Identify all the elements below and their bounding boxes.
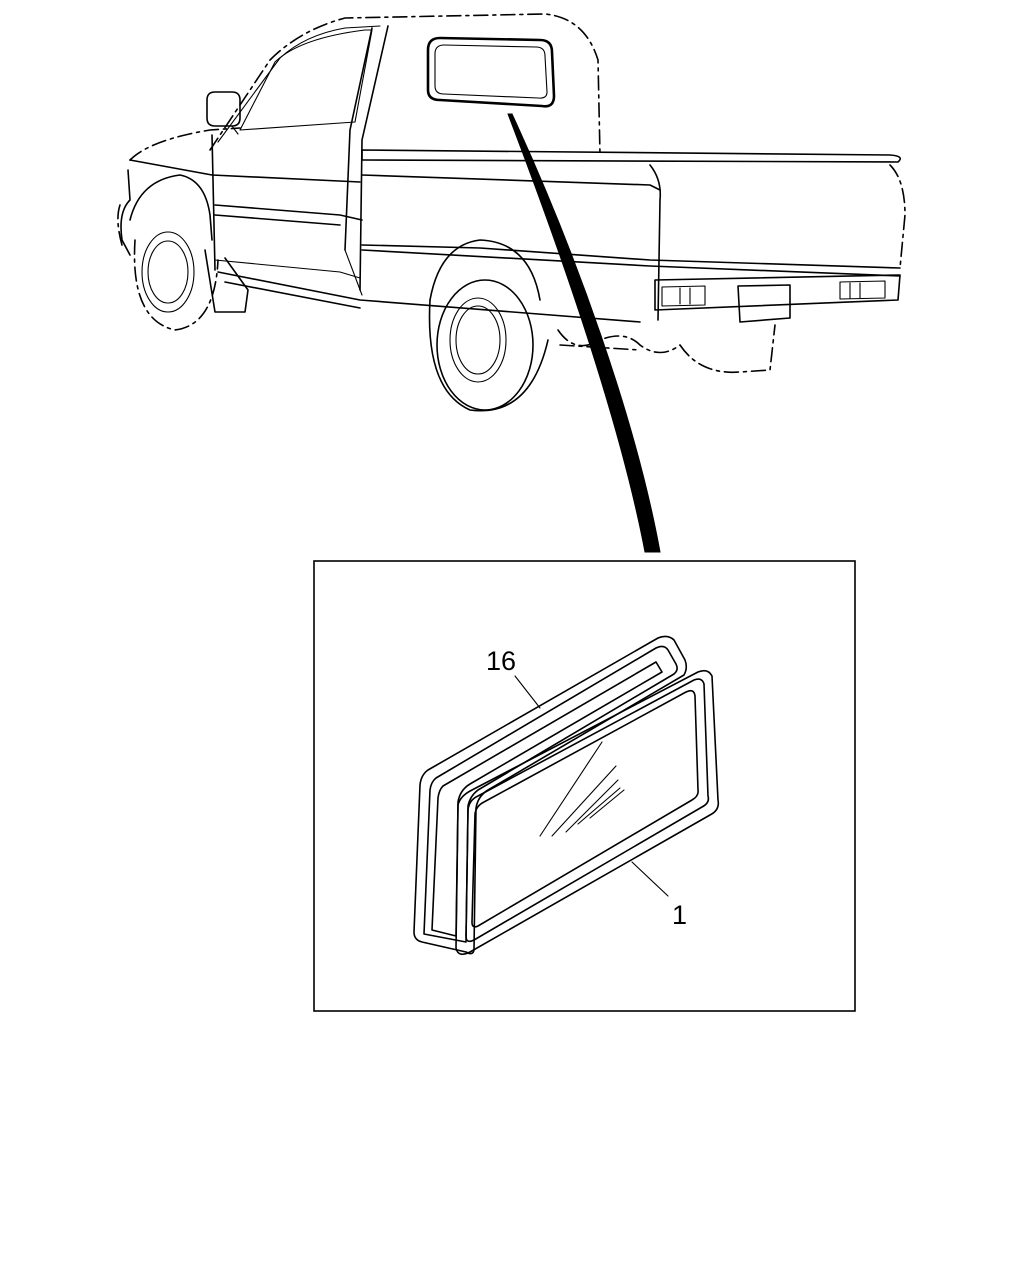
callout-label-glass: 1 (672, 900, 687, 930)
weatherstrip-seal (413, 635, 688, 955)
pickup-truck-illustration (117, 13, 906, 412)
detail-frame (313, 560, 856, 1012)
callout-label-seal: 16 (486, 646, 516, 676)
window-glass (455, 669, 720, 956)
callout-pointer (507, 113, 661, 553)
leader-line-glass (631, 861, 669, 897)
leader-line-seal (514, 675, 541, 709)
